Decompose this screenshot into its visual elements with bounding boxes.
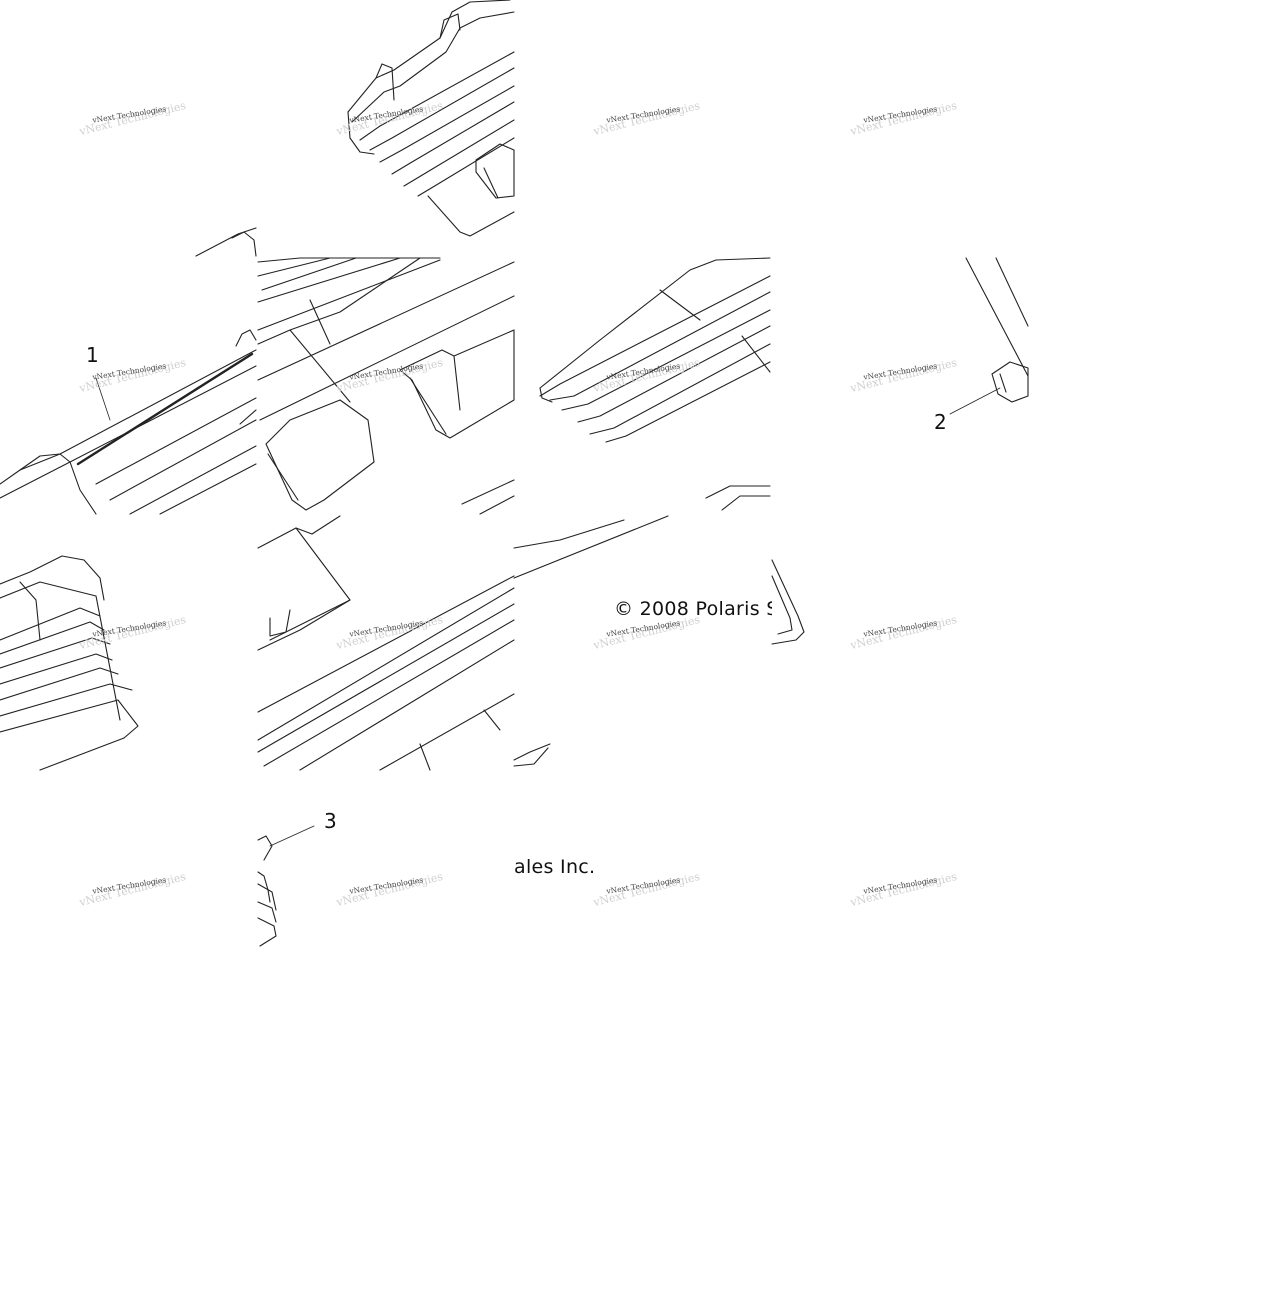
- tile-part1-top: [347, 0, 515, 237]
- tile-part3-clip: [771, 559, 805, 645]
- copyright-text-part-b: ales Inc.: [514, 856, 596, 878]
- tile-part3-right: [513, 515, 669, 767]
- tile-part1-center: [257, 257, 515, 515]
- callout-3: 3: [324, 809, 337, 833]
- tile-part1-left: [0, 227, 257, 515]
- tile-part1-right: [539, 257, 771, 511]
- tile-part3-center: [257, 515, 515, 771]
- copyright-text-part-a: © 2008 Polaris S: [614, 598, 772, 620]
- callout-2: 2: [934, 410, 947, 434]
- tile-part3-left: [0, 555, 139, 771]
- tile-part2-rod: [949, 257, 1029, 415]
- tile-part3-tip: [257, 825, 315, 947]
- callout-1: 1: [86, 343, 99, 367]
